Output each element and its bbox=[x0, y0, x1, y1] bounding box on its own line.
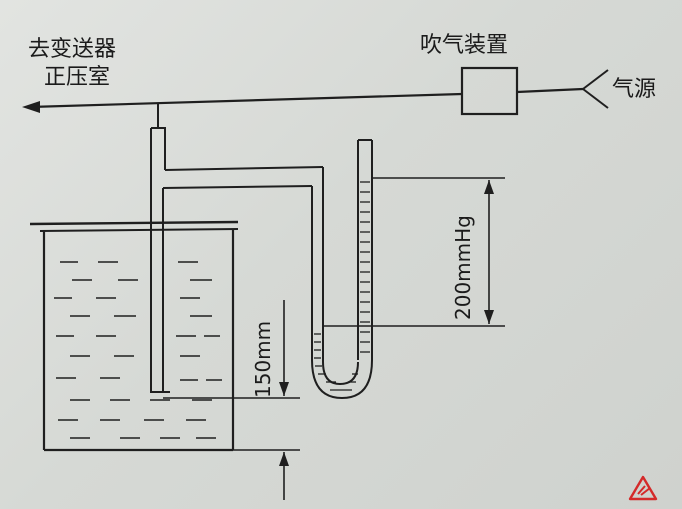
label-depth: 150mm bbox=[251, 321, 275, 398]
red-triangle-logo-icon bbox=[628, 475, 658, 501]
depth-arrow-up-icon bbox=[279, 452, 289, 466]
label-pressure: 200mmHg bbox=[451, 215, 475, 320]
tank-rim-inner bbox=[39, 228, 239, 232]
depth-dimension bbox=[163, 300, 300, 500]
air-supply-line bbox=[22, 69, 609, 113]
u-bottom-inner bbox=[322, 338, 359, 386]
label-air-source: 气源 bbox=[612, 77, 656, 102]
dip-pipe-top bbox=[151, 127, 166, 170]
u-bottom-outer bbox=[311, 338, 373, 400]
liquid-dashes bbox=[54, 261, 222, 439]
pressure-arrow-down-icon bbox=[484, 310, 494, 324]
pressure-arrow-up-icon bbox=[484, 180, 494, 194]
mercury-right-ticks bbox=[348, 181, 370, 383]
u-tube-manometer bbox=[311, 139, 373, 400]
branch-upper bbox=[164, 166, 324, 171]
source-fork-upper bbox=[582, 69, 609, 90]
dip-pipe-left-wall bbox=[150, 128, 170, 393]
label-to-transmitter-2: 正压室 bbox=[44, 65, 110, 90]
liquid-tank bbox=[29, 220, 239, 452]
label-to-transmitter-1: 去变送器 bbox=[28, 37, 116, 62]
branch-lower bbox=[162, 185, 313, 189]
arrow-to-transmitter-icon bbox=[22, 101, 40, 113]
tank-rim-outer bbox=[29, 220, 239, 226]
air-line-source bbox=[516, 87, 584, 94]
bubbler-pipe bbox=[150, 104, 324, 393]
air-line-main bbox=[29, 92, 463, 109]
label-blowing-device: 吹气装置 bbox=[420, 33, 508, 58]
mercury-left-ticks bbox=[314, 333, 352, 391]
pressure-dimension bbox=[323, 177, 505, 327]
blowing-device-box bbox=[460, 66, 519, 116]
source-fork-lower bbox=[582, 88, 609, 109]
depth-arrow-down-icon bbox=[279, 382, 289, 396]
